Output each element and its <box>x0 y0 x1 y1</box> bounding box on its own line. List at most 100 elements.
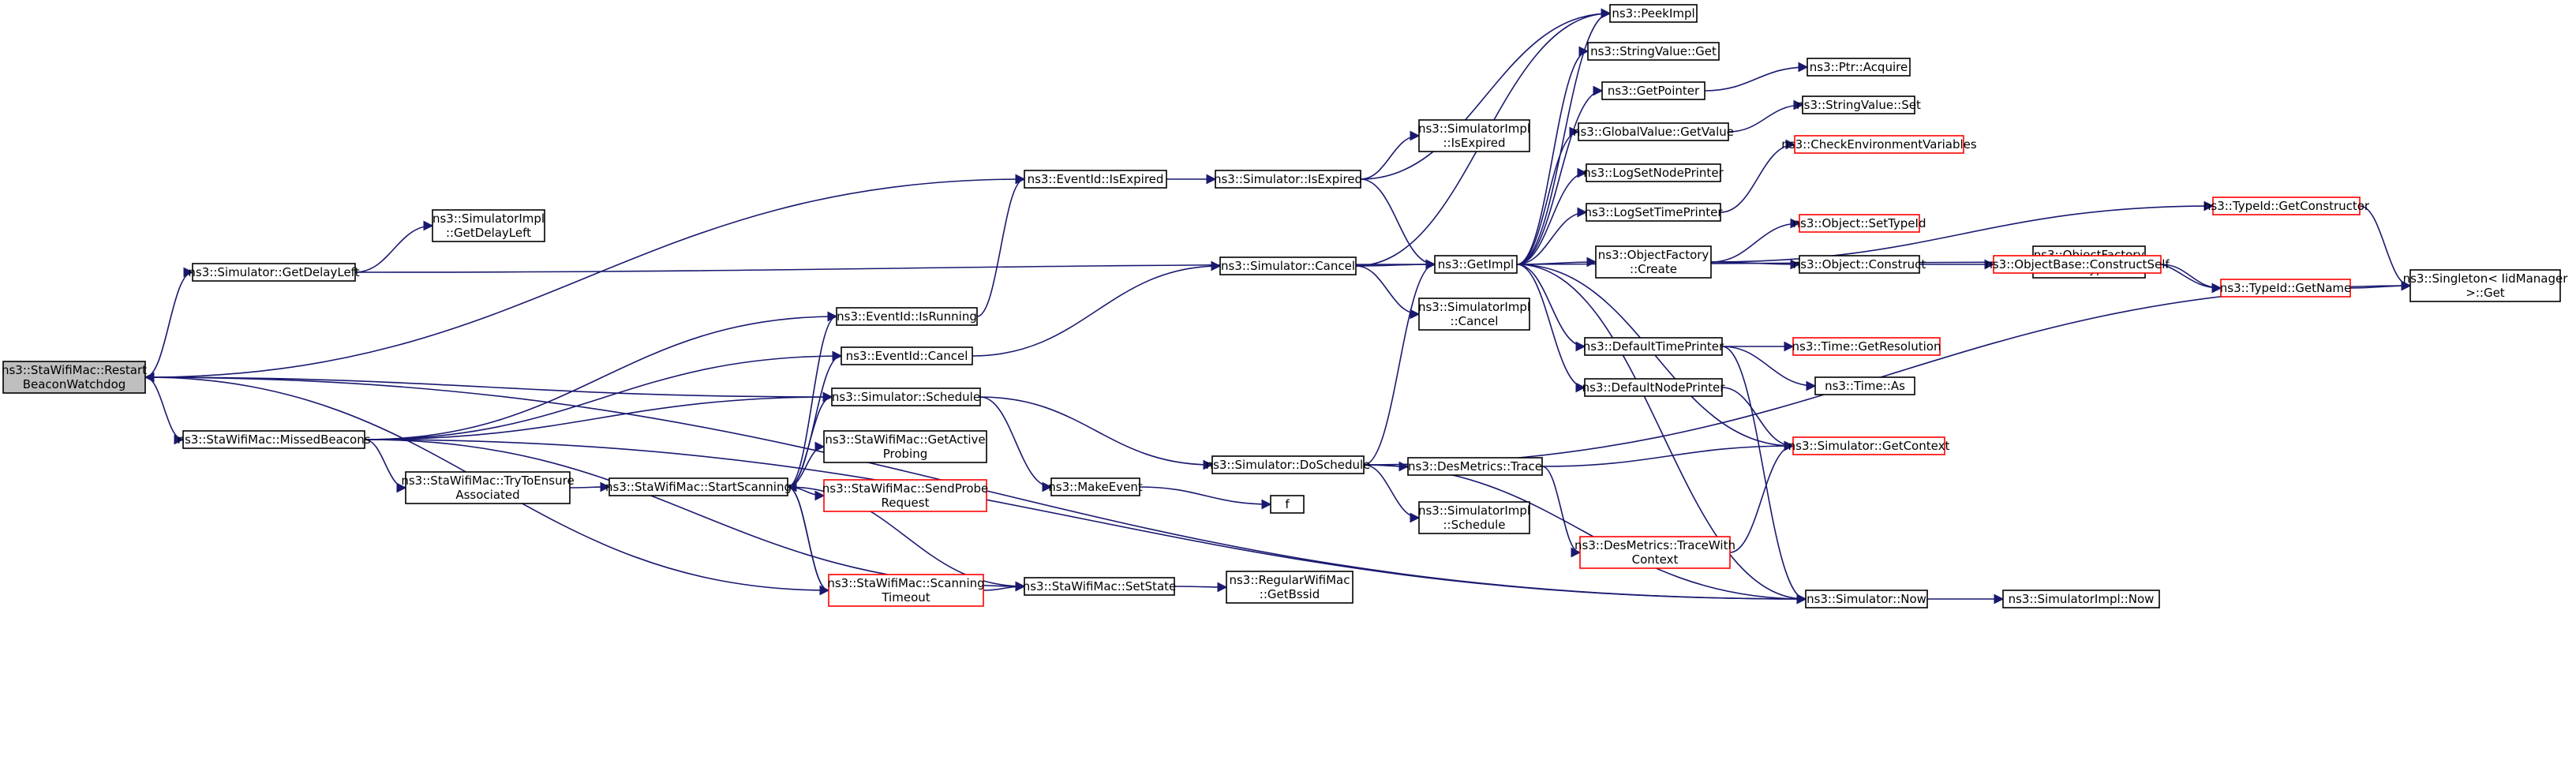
node-simIsExpired[interactable]: ns3::Simulator::IsExpired <box>1214 170 1362 189</box>
node-defTimePrinter[interactable]: ns3::DefaultTimePrinter <box>1583 337 1724 356</box>
node-desTrace[interactable]: ns3::DesMetrics::Trace <box>1407 457 1543 476</box>
node-box[interactable] <box>1805 590 1928 608</box>
node-stringValueGet[interactable]: ns3::StringValue::Get <box>1587 42 1720 61</box>
node-simGetContext[interactable]: ns3::Simulator::GetContext <box>1788 436 1950 455</box>
node-typeIdGetConstructor[interactable]: ns3::TypeId::GetConstructor <box>2203 197 2370 215</box>
node-box[interactable] <box>1792 436 1945 455</box>
node-box[interactable] <box>1418 501 1530 534</box>
node-implSchedule[interactable]: ns3::SimulatorImpl::Schedule <box>1418 501 1530 534</box>
node-box[interactable] <box>2220 279 2351 298</box>
node-timeAs[interactable]: ns3::Time::As <box>1814 376 1915 395</box>
node-box[interactable] <box>1215 170 1361 189</box>
node-box[interactable] <box>1794 135 1964 154</box>
node-box[interactable] <box>1595 245 1712 279</box>
node-box[interactable] <box>1993 255 2162 274</box>
node-box[interactable] <box>405 471 571 504</box>
node-box[interactable] <box>828 574 984 607</box>
node-box[interactable] <box>1211 455 1365 474</box>
node-isRunning[interactable]: ns3::EventId::IsRunning <box>836 307 978 326</box>
node-checkEnv[interactable]: ns3::CheckEnvironmentVariables <box>1781 135 1977 154</box>
node-box[interactable] <box>1586 203 1721 222</box>
node-missedBeacons[interactable]: ns3::StaWifiMac::MissedBeacons <box>177 430 371 449</box>
node-evCancel[interactable]: ns3::EventId::Cancel <box>841 346 973 365</box>
node-box[interactable] <box>192 263 356 282</box>
node-simNow[interactable]: ns3::Simulator::Now <box>1805 590 1928 608</box>
node-box[interactable] <box>1050 477 1140 496</box>
node-label: ns3::Time::GetResolution <box>1792 339 1941 354</box>
node-box[interactable] <box>1418 298 1530 331</box>
node-box[interactable] <box>1799 255 1920 274</box>
node-box[interactable] <box>1802 95 1915 114</box>
node-logSetNode[interactable]: ns3::LogSetNodePrinter <box>1583 163 1724 182</box>
node-box[interactable] <box>1578 122 1729 141</box>
node-box[interactable] <box>2002 590 2160 608</box>
node-getDelayLeft[interactable]: ns3::Simulator::GetDelayLeft <box>188 263 360 282</box>
node-implCancel[interactable]: ns3::SimulatorImpl::Cancel <box>1418 298 1530 331</box>
node-box[interactable] <box>1799 214 1920 233</box>
node-logSetTime[interactable]: ns3::LogSetTimePrinter <box>1584 203 1723 222</box>
node-ptrAcquire[interactable]: ns3::Ptr::Acquire <box>1807 58 1911 77</box>
node-makeEvent[interactable]: ns3::MakeEvent <box>1048 477 1143 496</box>
node-box[interactable] <box>1601 81 1705 100</box>
node-startScanning[interactable]: ns3::StaWifiMac::StartScanning <box>605 477 792 496</box>
node-box[interactable] <box>1024 577 1175 596</box>
node-box[interactable] <box>823 479 987 512</box>
node-defNodePrinter[interactable]: ns3::DefaultNodePrinter <box>1582 378 1726 397</box>
node-globalValueGet[interactable]: ns3::GlobalValue::GetValue <box>1573 122 1734 141</box>
node-box[interactable] <box>1434 255 1518 274</box>
node-getPointer[interactable]: ns3::GetPointer <box>1601 81 1705 100</box>
node-box[interactable] <box>1407 457 1543 476</box>
node-box[interactable] <box>1814 376 1915 395</box>
node-box[interactable] <box>1609 4 1698 23</box>
node-implNow[interactable]: ns3::SimulatorImpl::Now <box>2002 590 2160 608</box>
node-box[interactable] <box>2212 197 2361 215</box>
node-box[interactable] <box>1024 170 1167 189</box>
node-box[interactable] <box>1418 119 1530 152</box>
node-stringValueSet[interactable]: ns3::StringValue::Set <box>1796 95 1921 114</box>
node-timeGetRes[interactable]: ns3::Time::GetResolution <box>1792 337 1941 356</box>
node-box[interactable] <box>1579 536 1731 569</box>
node-implIsExpired[interactable]: ns3::SimulatorImpl::IsExpired <box>1418 119 1530 152</box>
node-objConstruct[interactable]: ns3::Object::Construct <box>1793 255 1926 274</box>
node-getBssid[interactable]: ns3::RegularWifiMac::GetBssid <box>1226 571 1354 604</box>
node-doSchedule[interactable]: ns3::Simulator::DoSchedule <box>1206 455 1371 474</box>
node-box[interactable] <box>1226 571 1354 604</box>
node-objSetTypeId[interactable]: ns3::Object::SetTypeId <box>1793 214 1926 233</box>
node-box[interactable] <box>2 361 146 394</box>
node-peekImpl[interactable]: ns3::PeekImpl <box>1609 4 1698 23</box>
node-box[interactable] <box>823 430 987 463</box>
node-box[interactable] <box>1219 256 1357 275</box>
node-schedule[interactable]: ns3::Simulator::Schedule <box>831 387 981 406</box>
node-box[interactable] <box>1587 42 1720 61</box>
node-implGetDelayLeft[interactable]: ns3::SimulatorImpl::GetDelayLeft <box>432 209 545 242</box>
node-box[interactable] <box>1586 163 1721 182</box>
edge-getDelayLeft-to-implGetDelayLeft <box>354 220 434 273</box>
node-box[interactable] <box>608 477 788 496</box>
node-simCancel[interactable]: ns3::Simulator::Cancel <box>1219 256 1357 275</box>
node-evIsExpired[interactable]: ns3::EventId::IsExpired <box>1024 170 1167 189</box>
node-box[interactable] <box>841 346 973 365</box>
node-box[interactable] <box>1270 495 1305 514</box>
node-box[interactable] <box>1807 58 1911 77</box>
node-getImpl[interactable]: ns3::GetImpl <box>1434 255 1518 274</box>
node-setState[interactable]: ns3::StaWifiMac::SetState <box>1023 577 1177 596</box>
node-objBaseConstruct[interactable]: ns3::ObjectBase::ConstructSelf <box>1985 255 2170 274</box>
node-box[interactable] <box>1584 337 1723 356</box>
node-box[interactable] <box>2409 269 2561 302</box>
node-box[interactable] <box>432 209 545 242</box>
node-box[interactable] <box>1584 378 1723 397</box>
node-box[interactable] <box>182 430 365 449</box>
node-singletonGet[interactable]: ns3::Singleton< IidManager>::Get <box>2403 269 2569 302</box>
node-objFactoryCreate[interactable]: ns3::ObjectFactory::Create <box>1595 245 1712 279</box>
node-box[interactable] <box>836 307 978 326</box>
node-typeIdGetName[interactable]: ns3::TypeId::GetName <box>2220 279 2351 298</box>
node-f[interactable]: f <box>1270 495 1305 514</box>
node-box[interactable] <box>831 387 981 406</box>
node-box[interactable] <box>1792 337 1941 356</box>
